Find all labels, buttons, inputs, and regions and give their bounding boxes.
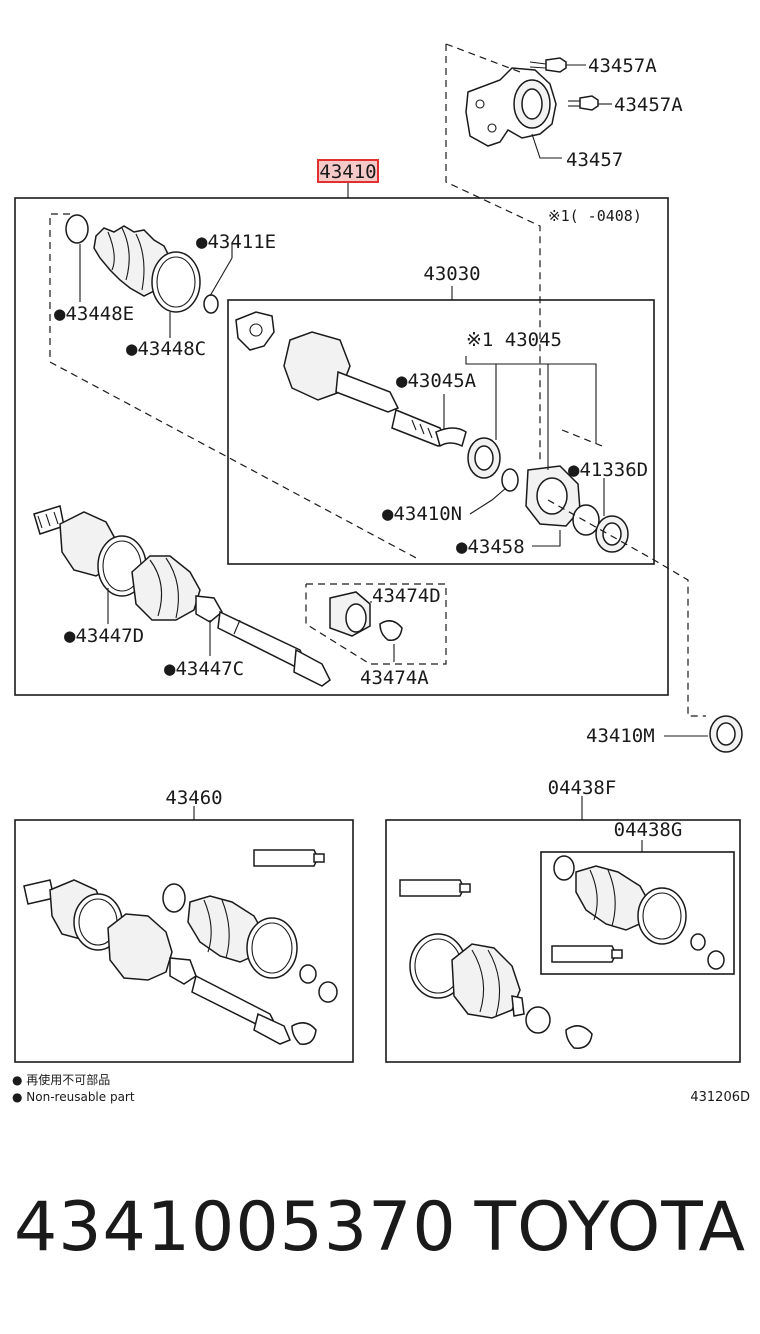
label-43410[interactable]: 43410 [319, 161, 376, 183]
label-43457a-1[interactable]: 43457A [588, 55, 657, 77]
inboard-housing-shaft [283, 331, 447, 447]
legend-item-chinese: ● 再使用不可部品 [12, 1073, 111, 1087]
label-04438g[interactable]: 04438G [614, 819, 683, 841]
bearing-43045a [435, 427, 501, 479]
label-43410n[interactable]: ●43410N [382, 503, 462, 525]
label-43474a[interactable]: 43474A [360, 667, 429, 689]
diagram-code: 431206D [690, 1090, 750, 1105]
boot-kit-g-frame [540, 851, 735, 975]
bearing-43410m [709, 715, 743, 753]
outboard-joint-shaft [33, 505, 331, 687]
bracket-43457 [465, 67, 557, 147]
label-43474d[interactable]: 43474D [372, 585, 441, 607]
main-assembly-frame [14, 197, 669, 696]
note-label: ※1( -0408) [548, 207, 642, 225]
outboard-kit-frame [14, 819, 354, 1063]
legend-chinese-text: 再使用不可部品 [26, 1073, 111, 1087]
brand-name: TOYOTA [474, 1188, 746, 1267]
boot-43448 [65, 214, 219, 314]
part-number: 4341005370 [14, 1188, 457, 1267]
bolt-43457a-2 [568, 95, 599, 111]
footer: 4341005370 TOYOTA [0, 1188, 760, 1278]
kit-04438f-parts [399, 879, 593, 1049]
kit-43460-parts [23, 849, 338, 1045]
bolt-43457a-1 [529, 57, 567, 73]
label-43457[interactable]: 43457 [566, 149, 623, 171]
label-43447d[interactable]: ●43447D [64, 625, 144, 647]
exploded-parts-diagram: 43410 ※1( -0408) 43457A 43457A 43457 ● [14, 43, 743, 1063]
label-43460[interactable]: 43460 [165, 787, 222, 809]
inboard-joint-frame [227, 299, 655, 565]
label-43410m[interactable]: 43410M [586, 725, 655, 747]
label-43045a[interactable]: ●43045A [396, 370, 477, 392]
legend-english-text: Non-reusable part [26, 1090, 135, 1104]
label-43458[interactable]: ●43458 [456, 536, 525, 558]
label-43411e[interactable]: ●43411E [196, 231, 276, 253]
seal-41336d-assy [525, 465, 629, 553]
damper-43474d [329, 591, 371, 637]
legend-item-english: ● Non-reusable part [12, 1090, 135, 1104]
label-04438f[interactable]: 04438F [548, 777, 617, 799]
label-43045[interactable]: ※1 43045 [466, 329, 562, 351]
label-43457a-2[interactable]: 43457A [614, 94, 683, 116]
label-43448c[interactable]: ●43448C [126, 338, 206, 360]
label-41336d[interactable]: ●41336D [568, 459, 648, 481]
boot-kit-f-frame [385, 819, 741, 1063]
clamp-43474a [379, 620, 403, 641]
ring-43410n [501, 468, 519, 492]
legend: ● 再使用不可部品 ● Non-reusable part [12, 1072, 135, 1106]
label-43448e[interactable]: ●43448E [54, 303, 134, 325]
label-43447c[interactable]: ●43447C [164, 658, 244, 680]
kit-04438g-parts [551, 855, 725, 970]
highlighted-part-box[interactable] [317, 159, 379, 183]
label-43030[interactable]: 43030 [423, 263, 480, 285]
tripod-spider [235, 311, 275, 351]
